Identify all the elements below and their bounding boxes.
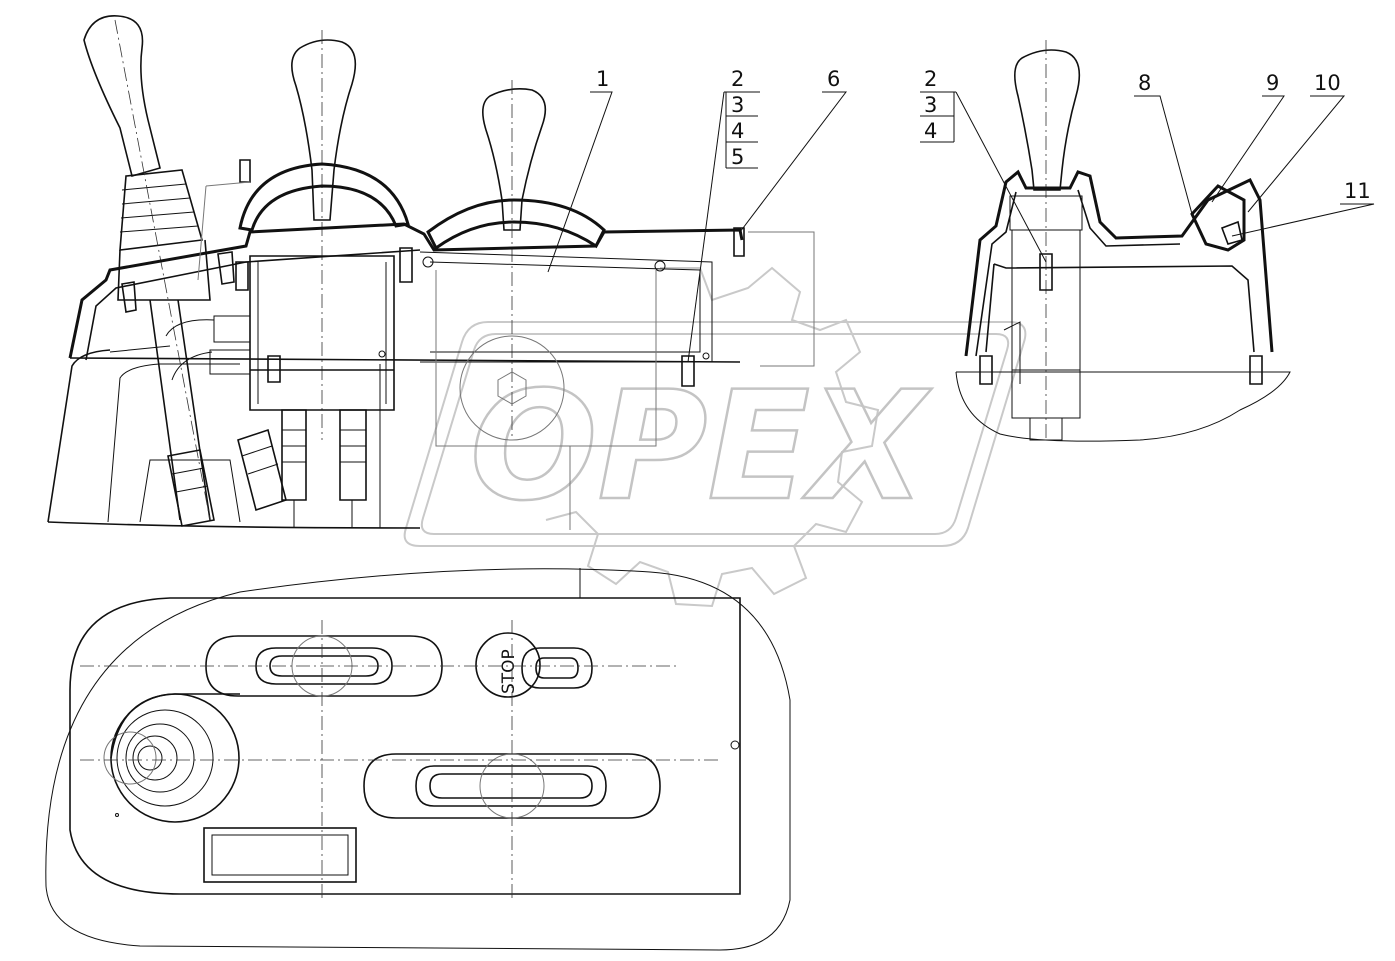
hose-fitting-diag-1 xyxy=(167,449,215,527)
callout-3a: 3 xyxy=(731,93,744,117)
console-top-view: STOP xyxy=(45,568,791,951)
callout-10: 10 xyxy=(1314,71,1341,95)
stop-label: STOP xyxy=(499,649,519,694)
callout-3b: 3 xyxy=(924,93,937,117)
lever-slot-1 xyxy=(205,635,443,697)
watermark-frame-inner xyxy=(420,333,1010,535)
top-view-outline xyxy=(69,597,741,895)
callout-2b: 2 xyxy=(924,67,937,91)
joystick-knob xyxy=(83,15,161,177)
hose-fitting-right xyxy=(339,409,367,501)
console-cross-section xyxy=(955,40,1291,442)
callout-4a: 4 xyxy=(731,119,744,143)
lever-slot-2 xyxy=(363,753,661,819)
console-cover xyxy=(68,222,744,359)
lever-2-guard xyxy=(238,162,410,232)
hose-fitting-left xyxy=(281,409,307,501)
section-lever-knob xyxy=(1014,49,1081,191)
lever-3-knob xyxy=(482,88,547,231)
callout-5a: 5 xyxy=(731,145,744,169)
panel-part-1 xyxy=(419,251,713,363)
callout-2a: 2 xyxy=(731,67,744,91)
console-side-view xyxy=(47,15,815,530)
label-plate xyxy=(203,827,357,883)
watermark-frame xyxy=(403,321,1027,547)
section-cover xyxy=(964,169,1274,357)
callout-8: 8 xyxy=(1138,71,1151,95)
watermark-gear xyxy=(545,266,880,608)
callout-4b: 4 xyxy=(924,119,937,143)
hose-fitting-diag-2 xyxy=(237,428,287,512)
joystick-boot xyxy=(119,169,204,251)
watermark-brand: OPEX xyxy=(470,360,932,534)
watermark: OPEX xyxy=(403,266,1027,608)
callout-6: 6 xyxy=(827,67,840,91)
stop-button xyxy=(475,632,541,698)
callout-1: 1 xyxy=(596,67,609,91)
part-9-lamp xyxy=(1190,184,1246,252)
lever-3-guard xyxy=(426,198,606,251)
lever-slot-small xyxy=(521,647,593,689)
callouts: 1 2 3 4 5 6 2 3 4 8 9 10 11 xyxy=(547,67,1375,363)
callout-11: 11 xyxy=(1344,179,1371,203)
callout-9: 9 xyxy=(1266,71,1279,95)
lever-2-knob xyxy=(291,39,357,221)
